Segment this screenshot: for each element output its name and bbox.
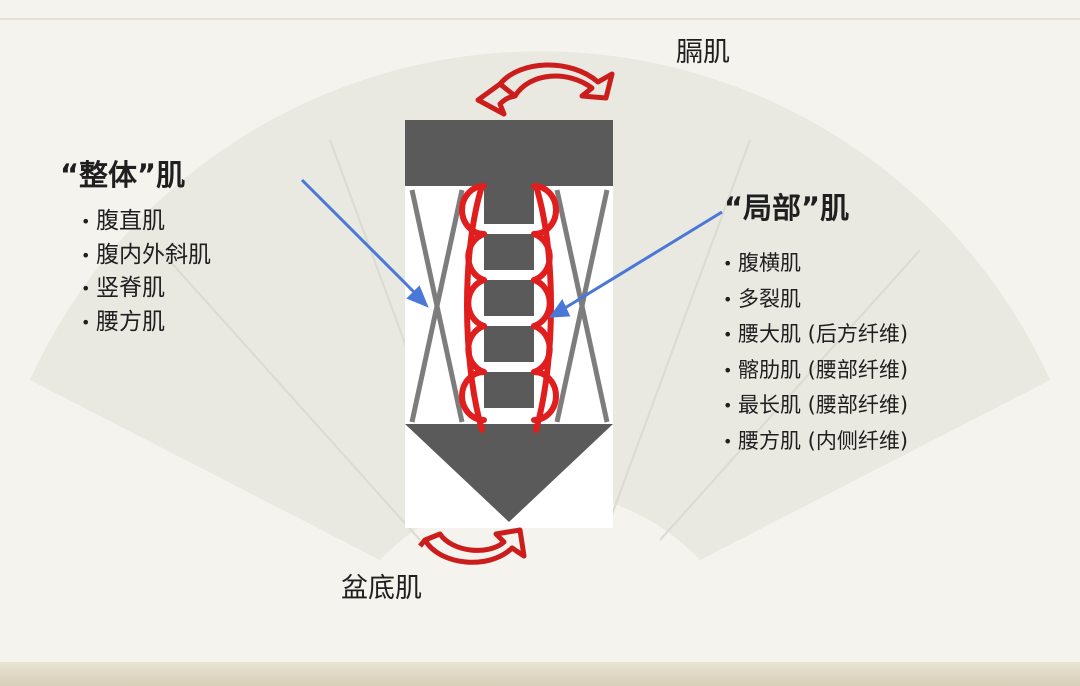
local-muscle-loops: [459, 183, 559, 433]
vertebra: [484, 234, 534, 270]
top-arrow-icon: [475, 62, 615, 117]
bottom-arrow-icon: [418, 527, 527, 565]
left-outer-muscle: [464, 183, 485, 433]
fan-fold-3: [609, 139, 751, 521]
list-item: 多裂肌: [723, 282, 908, 318]
left-muscle-loop: [459, 183, 487, 237]
list-item: 竖脊肌: [81, 272, 211, 306]
list-item: 最长肌 (腰部纤维): [723, 388, 908, 424]
list-item: 腰大肌 (后方纤维): [723, 317, 908, 353]
global-pointer-arrow: [300, 178, 422, 300]
vertebra: [484, 186, 534, 224]
local-muscles-list: 腹横肌 多裂肌 腰大肌 (后方纤维) 髂肋肌 (腰部纤维) 最长肌 (腰部纤维)…: [723, 246, 908, 460]
diaphragm-block: [405, 120, 613, 186]
right-muscle-loop: [531, 369, 559, 423]
global-pointer-arrowhead: [406, 285, 429, 308]
right-outer-muscle: [533, 183, 554, 433]
blue-pointer-arrows: [300, 178, 723, 318]
diaphragm-label: 膈肌: [676, 37, 730, 68]
pelvic-floor-label: 盆底肌: [341, 573, 422, 604]
global-muscles-list: 腹直肌 腹内外斜肌 竖脊肌 腰方肌: [81, 205, 211, 340]
cross-lines: [409, 189, 610, 423]
pelvic-floor-block: [405, 424, 613, 522]
right-muscle-loop: [531, 183, 559, 237]
right-cross-line-b: [554, 189, 610, 423]
list-item: 腰方肌: [81, 306, 211, 340]
local-muscles-heading: “局部”肌: [724, 191, 850, 225]
vertebral-column: [484, 186, 534, 408]
left-cross-line-b: [409, 189, 465, 423]
vertebra: [484, 326, 534, 362]
list-item: 腹内外斜肌: [81, 239, 211, 273]
left-muscle-loop: [459, 369, 487, 423]
bottom-band: [0, 662, 1080, 686]
list-item: 腰方肌 (内侧纤维): [723, 424, 908, 460]
local-pointer-arrowhead: [548, 299, 571, 318]
list-item: 腹横肌: [723, 246, 908, 282]
vertebra: [484, 280, 534, 316]
vertebra: [484, 372, 534, 408]
local-pointer-arrow: [559, 210, 723, 313]
global-muscles-heading: “整体”肌: [60, 158, 186, 192]
list-item: 髂肋肌 (腰部纤维): [723, 353, 908, 389]
list-item: 腹直肌: [81, 205, 211, 239]
top-divider: [0, 18, 1080, 20]
